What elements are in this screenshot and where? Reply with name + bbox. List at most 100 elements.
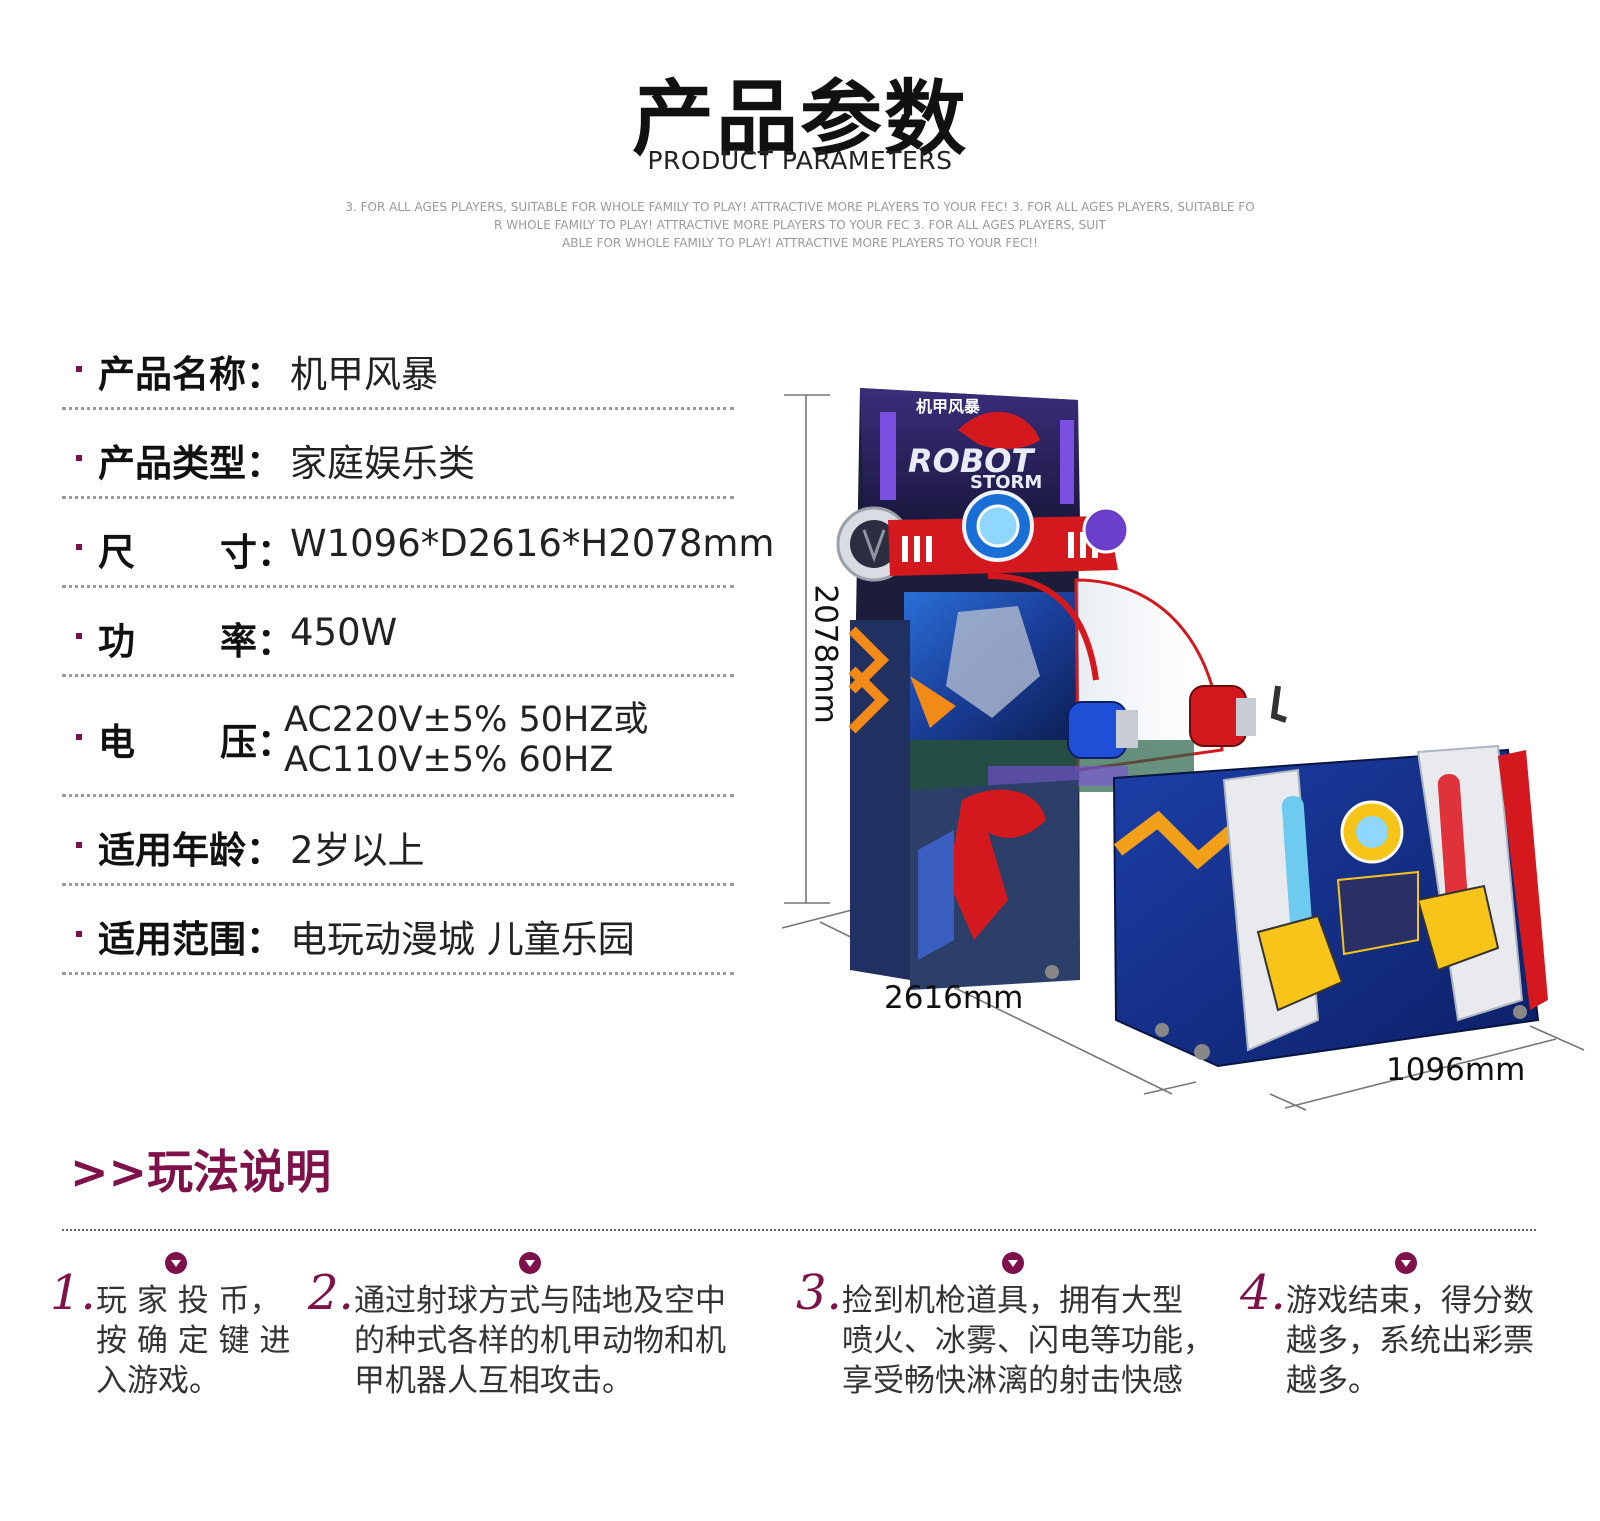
- step-marker-icon: [519, 1252, 541, 1274]
- step-line: 的种式各样的机甲动物和机: [354, 1323, 726, 1359]
- bullet-icon: [76, 544, 82, 550]
- divider: [62, 972, 734, 975]
- param-label: 适用年龄：: [98, 829, 283, 872]
- param-value: 电玩动漫城 儿童乐园: [290, 918, 635, 961]
- divider: [62, 407, 734, 410]
- param-label-part: 寸：: [220, 531, 294, 574]
- step-description: 通过射球方式与陆地及空中 的种式各样的机甲动物和机 甲机器人互相攻击。: [354, 1281, 726, 1401]
- console-blue-light: [1281, 796, 1313, 936]
- robot-art: [918, 830, 954, 960]
- divider: [62, 585, 734, 588]
- param-row-voltage: 电 压： AC220V±5% 50HZ或 AC110V±5% 60HZ: [62, 700, 734, 800]
- caster-wheel: [1513, 1005, 1527, 1019]
- divider: [62, 674, 734, 677]
- param-row-size: 尺 寸： W1096*D2616*H2078mm: [62, 522, 774, 592]
- bullet-icon: [76, 931, 82, 937]
- param-label: 电 压：: [98, 712, 294, 766]
- dimension-height-label: 2078mm: [807, 584, 844, 724]
- speaker-emblem: [862, 529, 886, 563]
- dimension-depth-label: 2616mm: [884, 980, 1024, 1016]
- bullet-icon: [76, 366, 82, 372]
- neon-strip: [988, 766, 1128, 786]
- console-arc-reactor-core: [1356, 816, 1388, 848]
- step-number: 2.: [308, 1265, 354, 1321]
- marquee-cn-text: 机甲风暴: [916, 397, 981, 416]
- marquee-en-text-2: STORM: [970, 472, 1042, 493]
- step-number: 3.: [796, 1265, 842, 1321]
- blue-gun-barrel: [1116, 710, 1138, 748]
- param-value: AC220V±5% 50HZ或 AC110V±5% 60HZ: [284, 700, 648, 780]
- caster-wheel: [1155, 1023, 1169, 1037]
- red-gun-barrel: [1236, 698, 1256, 736]
- marquee-en-text-1: ROBOT: [908, 442, 1035, 480]
- console-yellow-trim-left: [1256, 914, 1344, 1012]
- bullet-icon: [76, 842, 82, 848]
- param-label: 功 率：: [98, 611, 294, 665]
- param-value: 机甲风暴: [290, 353, 438, 396]
- speaker-left-inner: [850, 520, 898, 568]
- step-marker-icon: [1002, 1252, 1024, 1274]
- step-line: 按 确 定 键 进: [96, 1323, 291, 1359]
- param-value: W1096*D2616*H2078mm: [290, 522, 775, 565]
- screen-robot-graphic: [946, 606, 1040, 718]
- param-label: 尺 寸：: [98, 522, 294, 576]
- arcade-machine-illustration: 机甲风暴 ROBOT STORM: [836, 388, 1548, 1068]
- param-label-part: 电: [98, 721, 135, 764]
- bullet-icon: [76, 455, 82, 461]
- console-red-light: [1437, 774, 1469, 914]
- step-line: 喷火、冰雾、闪电等功能，: [842, 1323, 1214, 1359]
- tagline-line: ABLE FOR WHOLE FAMILY TO PLAY! ATTRACTIV…: [562, 236, 1038, 250]
- tagline-line: 3. FOR ALL AGES PLAYERS, SUITABLE FOR WH…: [345, 200, 1255, 214]
- arc-reactor-core: [976, 504, 1020, 548]
- step-marker-icon: [165, 1252, 187, 1274]
- bullet-icon: [76, 734, 82, 740]
- caster-wheel: [1045, 965, 1059, 979]
- divider: [62, 794, 734, 797]
- dino-graphic: [948, 789, 1046, 940]
- tagline-line: R WHOLE FAMILY TO PLAY! ATTRACTIVE MORE …: [494, 218, 1106, 232]
- divider: [62, 496, 734, 499]
- param-label: 适用范围：: [98, 918, 283, 961]
- chevron-art: [848, 666, 890, 734]
- param-row-age: 适用年龄： 2岁以上: [62, 820, 734, 890]
- step-line: 入游戏。: [96, 1363, 220, 1399]
- header-tagline: 3. FOR ALL AGES PLAYERS, SUITABLE FOR WH…: [0, 198, 1600, 252]
- bullet-icon: [76, 633, 82, 639]
- step-line: 通过射球方式与陆地及空中: [354, 1283, 726, 1319]
- step-line: 游戏结束，得分数: [1286, 1283, 1534, 1319]
- param-value: 2岁以上: [290, 829, 425, 872]
- dino-head-graphic: [958, 411, 1040, 449]
- dimension-width-label: 1096mm: [1386, 1052, 1526, 1088]
- param-row-power: 功 率： 450W: [62, 611, 734, 681]
- step-line: 玩 家 投 币，: [96, 1283, 281, 1319]
- param-value: 家庭娱乐类: [290, 442, 475, 485]
- step-line: 越多。: [1286, 1363, 1379, 1399]
- console-yellow-trim-right: [1416, 884, 1500, 972]
- step-description: 玩 家 投 币， 按 确 定 键 进 入游戏。: [96, 1281, 290, 1401]
- step-number: 1.: [50, 1265, 96, 1321]
- step-line: 甲机器人互相攻击。: [354, 1363, 633, 1399]
- param-row-name: 产品名称： 机甲风暴: [62, 344, 734, 414]
- step-marker-icon: [1395, 1252, 1417, 1274]
- gun-handle: [1270, 685, 1287, 723]
- param-label-part: 功: [98, 620, 135, 663]
- glass-frame-red: [987, 573, 1099, 681]
- how-to-play-divider: [62, 1229, 1536, 1231]
- param-row-type: 产品类型： 家庭娱乐类: [62, 433, 734, 503]
- marquee-light: [1060, 420, 1074, 504]
- param-label: 产品类型：: [98, 442, 283, 485]
- caster-wheel: [1194, 1044, 1210, 1060]
- screen-fire-graphic: [910, 676, 956, 728]
- param-value-line: AC110V±5% 60HZ: [284, 740, 614, 780]
- step-description: 捡到机枪道具，拥有大型 喷火、冰雾、闪电等功能， 享受畅快淋漓的射击快感: [842, 1281, 1214, 1401]
- step-line: 享受畅快淋漓的射击快感: [842, 1363, 1183, 1399]
- param-label-part: 率：: [220, 620, 294, 663]
- console-red-side: [1498, 750, 1548, 1010]
- console-center-display: [1336, 870, 1419, 956]
- param-label: 产品名称：: [98, 353, 283, 396]
- page-title: 产品参数: [631, 72, 968, 167]
- param-value: 450W: [290, 611, 398, 654]
- param-value-line: AC220V±5% 50HZ或: [284, 700, 649, 740]
- step-line: 捡到机枪道具，拥有大型: [842, 1283, 1183, 1319]
- speaker-right: [1082, 506, 1130, 554]
